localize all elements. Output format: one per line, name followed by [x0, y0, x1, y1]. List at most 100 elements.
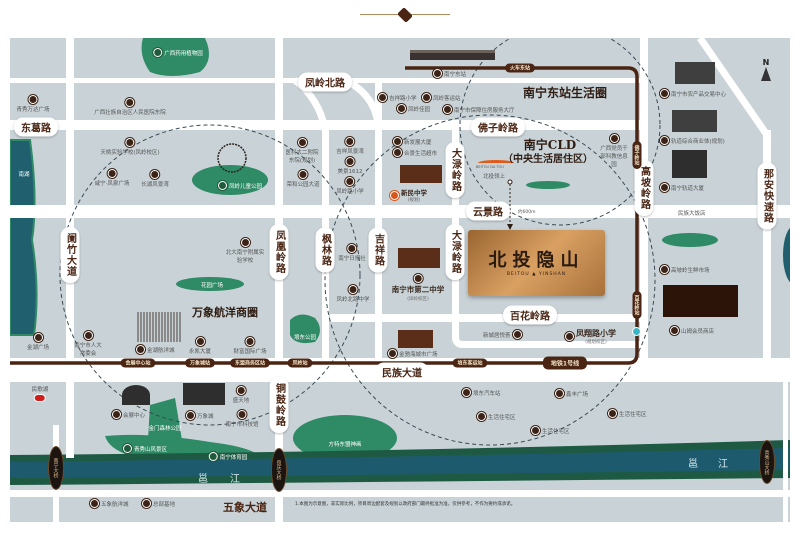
park-garden-plaza	[176, 277, 244, 291]
road-daluling	[452, 125, 459, 305]
poi[interactable]: 长湖凤景湾	[141, 170, 169, 188]
project-card[interactable]: 北投隐山 BEITOU ▲ YINSHAN	[468, 230, 605, 296]
no2-school-building	[398, 248, 440, 268]
park-right-edge	[783, 227, 790, 283]
poi[interactable]: 盛天地	[233, 386, 249, 404]
road-label-foziling: 佛子岭路	[471, 117, 525, 137]
poi[interactable]: 咸宁·凤泉广场	[95, 169, 129, 187]
poi[interactable]: 美景1612	[338, 157, 363, 175]
poi[interactable]: 南宁市保障住房服务大厅	[443, 105, 515, 114]
poi[interactable]: 合景生活超市	[393, 148, 437, 157]
school-icon	[413, 274, 423, 283]
mall-icon	[388, 349, 397, 358]
poi[interactable]: 医科大二附院东院(规划)	[284, 138, 320, 164]
station-foziling[interactable]: 佛子岭站	[632, 141, 642, 169]
road-label-lanzhu: 阑竹大道	[60, 227, 80, 283]
station-asean[interactable]: 东盟商务区站	[229, 358, 271, 368]
poi[interactable]: 荣和公园大道	[286, 170, 320, 188]
park-langdong	[290, 314, 320, 344]
poi[interactable]: 新城居悦荟	[483, 330, 522, 339]
poi[interactable]: 南宁轨道大厦	[660, 183, 704, 192]
compass-label: N	[762, 58, 770, 67]
poi[interactable]: 埌东汽车站	[462, 388, 501, 397]
poi[interactable]: 民歌湖	[32, 385, 48, 402]
school-icon	[240, 238, 250, 247]
poi[interactable]: 天桃实验学校(凤岭校区)	[100, 138, 160, 156]
poi[interactable]: 南宁东站	[433, 69, 466, 78]
residence-icon	[397, 104, 406, 113]
expo-center-building	[122, 385, 150, 405]
poi[interactable]: 万象城	[186, 411, 214, 420]
poi[interactable]: 五象航洋城	[90, 499, 129, 508]
school-icon	[125, 138, 135, 147]
beitou-lingshang-label: 北投领上	[483, 174, 506, 180]
park-label-forest: 金门森林公园	[148, 426, 182, 432]
skyline-3	[672, 150, 707, 178]
station-baihualing[interactable]: 百花岭站	[632, 291, 642, 319]
road-yunjing	[10, 205, 790, 218]
road-label-gaopoling: 高坡岭路	[634, 160, 654, 216]
office-icon	[237, 410, 247, 419]
poi[interactable]: 财富国际广场	[233, 337, 267, 355]
poi[interactable]: 南宁市科技馆	[225, 410, 259, 428]
poi[interactable]: 凤岭佳园	[397, 104, 430, 113]
poi[interactable]: 轨道综合商业体(规划)	[660, 136, 725, 145]
radius-circle-east-station	[459, 38, 661, 226]
poi[interactable]: 鑫丰广场	[555, 389, 588, 398]
poi[interactable]: 民族大饭店	[678, 211, 706, 217]
station-east[interactable]: 火车东站	[504, 63, 536, 73]
poi[interactable]: 生活住宅区	[477, 412, 516, 421]
mall-icon	[670, 326, 679, 335]
poi[interactable]: 北大南宁附属实验学校	[224, 238, 266, 264]
poi[interactable]: 吉祥凤景湾	[336, 137, 364, 155]
poi[interactable]: 会展中心	[112, 410, 145, 419]
park-fengling-children	[192, 165, 268, 195]
poi[interactable]: 生活住宅区	[531, 426, 570, 435]
office-icon	[347, 244, 357, 253]
poi[interactable]: 南宁市人大常委会	[73, 331, 103, 357]
road-label-tonggu: 铜鼓岭路	[269, 377, 289, 433]
road-label-jixiang: 吉祥路	[368, 227, 388, 273]
poi[interactable]: 南宁日报社	[338, 244, 366, 262]
poi[interactable]: 凤翔路小学(规划校区)	[565, 328, 616, 345]
wanxiang-city-towers	[183, 383, 225, 405]
poi[interactable]: 凤岭客运站	[422, 93, 461, 102]
poi[interactable]: 金湖广场	[27, 333, 49, 351]
station-fengling[interactable]: 凤岭站	[287, 358, 313, 368]
station-expo[interactable]: 会展中心站	[120, 358, 156, 368]
poi[interactable]: 凤岭北路中学	[336, 285, 370, 303]
poi[interactable]: 生活住宅区	[608, 409, 647, 418]
poi[interactable]: 广西壮族自治区人民医院东院	[94, 98, 166, 116]
location-map[interactable]: 北投隐山 BEITOU ▲ YINSHAN BEITOU DA TOU 北投领上…	[10, 38, 790, 522]
poi[interactable]: 金湖航洋城	[136, 345, 175, 354]
school-icon	[348, 285, 358, 294]
mall-icon	[107, 169, 117, 178]
poi[interactable]: 高坡岭生鲜市场	[660, 265, 710, 274]
horse-icon	[217, 181, 227, 190]
district-wanxiang: 万象航洋商圈	[192, 306, 258, 319]
station-wanxiang[interactable]: 万象城站	[184, 358, 216, 368]
poi[interactable]: 广西党员干部科教信息园	[600, 134, 628, 168]
bridge-nanning: 南宁大桥	[48, 446, 64, 490]
road-loop	[452, 300, 640, 348]
poi[interactable]: 总部基地	[142, 499, 175, 508]
hospital-icon	[125, 98, 135, 107]
station-langdong[interactable]: 埌东客运站	[452, 358, 488, 368]
park-botanical	[141, 38, 209, 76]
poi[interactable]: 山姆会员商店	[670, 326, 714, 335]
poi[interactable]: 青秀万达广场	[16, 95, 50, 113]
office-icon	[443, 105, 452, 114]
poi[interactable]: 新民中学(规划)	[390, 187, 427, 203]
radius-circle-wanxiang	[59, 124, 361, 426]
poi[interactable]: 金驰海城市广场	[388, 349, 438, 358]
brand-emblem	[397, 7, 413, 23]
tree-icon	[122, 444, 132, 453]
poi[interactable]: 南宁市农产品交易中心	[660, 89, 726, 98]
poi[interactable]: 凤岭路小学	[336, 177, 364, 195]
mall-icon	[512, 330, 522, 339]
road-label-daluling-n: 大渌岭路	[445, 142, 465, 198]
poi[interactable]: 吉祥路小学	[378, 93, 417, 102]
poi[interactable]: 新发展大厦	[393, 137, 432, 146]
poi[interactable]: 南宁市第二中学(凤岭校区)	[392, 274, 444, 302]
poi[interactable]: 永凯大厦	[189, 337, 211, 355]
